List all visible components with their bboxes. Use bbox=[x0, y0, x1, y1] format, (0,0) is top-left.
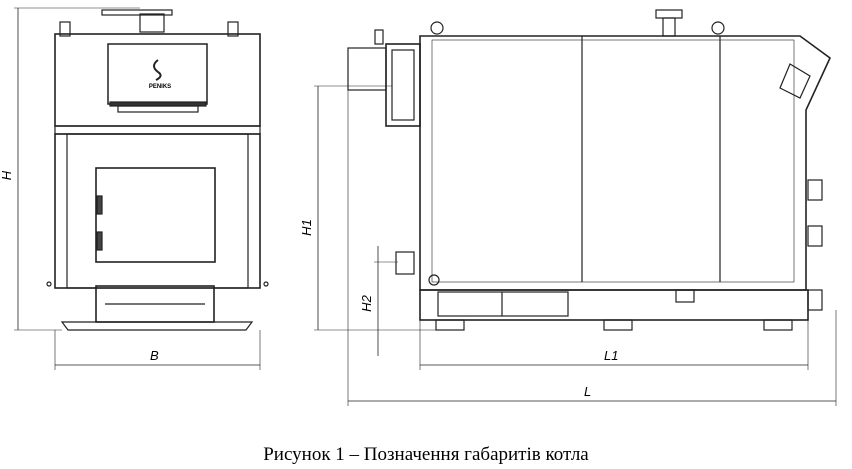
lower-panel bbox=[54, 133, 261, 289]
dim-h: H bbox=[0, 170, 15, 181]
front-view: PENIKS bbox=[14, 7, 269, 370]
front-base bbox=[60, 321, 254, 331]
dim-l: L bbox=[584, 384, 592, 399]
hinge-3 bbox=[807, 289, 823, 311]
side-body bbox=[419, 35, 832, 291]
lifting-eye-left bbox=[59, 21, 71, 37]
dim-h1: H1 bbox=[298, 219, 314, 236]
lifting-eye-right bbox=[227, 21, 239, 37]
dim-h2: H2 bbox=[358, 295, 374, 312]
logo-text: PENIKS bbox=[149, 84, 171, 90]
figure-caption: Рисунок 1 – Позначення габаритів котла bbox=[263, 444, 589, 465]
dim-l1: L1 bbox=[604, 348, 619, 363]
flue-pipe-front bbox=[139, 13, 165, 33]
side-flue-flange bbox=[655, 9, 683, 19]
lift-eye-2 bbox=[711, 21, 725, 35]
hinge-bottom bbox=[96, 231, 103, 251]
top-flange bbox=[101, 9, 173, 16]
foot-2 bbox=[603, 319, 633, 331]
bolt-right bbox=[263, 281, 269, 287]
bolt-left bbox=[46, 281, 52, 287]
dim-b: B bbox=[150, 348, 159, 363]
foot-3 bbox=[763, 319, 793, 331]
side-view bbox=[314, 9, 837, 406]
lower-panel-inner bbox=[66, 133, 249, 289]
drain bbox=[428, 274, 440, 286]
ash-door bbox=[95, 167, 216, 263]
base-lug bbox=[675, 289, 695, 303]
hinge-top bbox=[96, 195, 103, 215]
flue-box bbox=[385, 43, 421, 127]
side-flue-pipe bbox=[662, 17, 676, 37]
flue-stub bbox=[347, 47, 387, 91]
ash-drawer bbox=[437, 291, 569, 317]
logo-flame-icon bbox=[153, 59, 162, 81]
foot-1 bbox=[435, 319, 465, 331]
flue-latch bbox=[374, 29, 384, 45]
door-sill bbox=[117, 105, 199, 113]
hinge-1 bbox=[807, 179, 823, 201]
lift-eye-1 bbox=[430, 21, 444, 35]
return-pipe bbox=[395, 251, 415, 275]
flue-box-inner bbox=[391, 49, 415, 121]
loading-door-handle bbox=[779, 63, 811, 99]
loading-door bbox=[107, 43, 208, 105]
hinge-2 bbox=[807, 225, 823, 247]
middle-band bbox=[54, 125, 261, 135]
